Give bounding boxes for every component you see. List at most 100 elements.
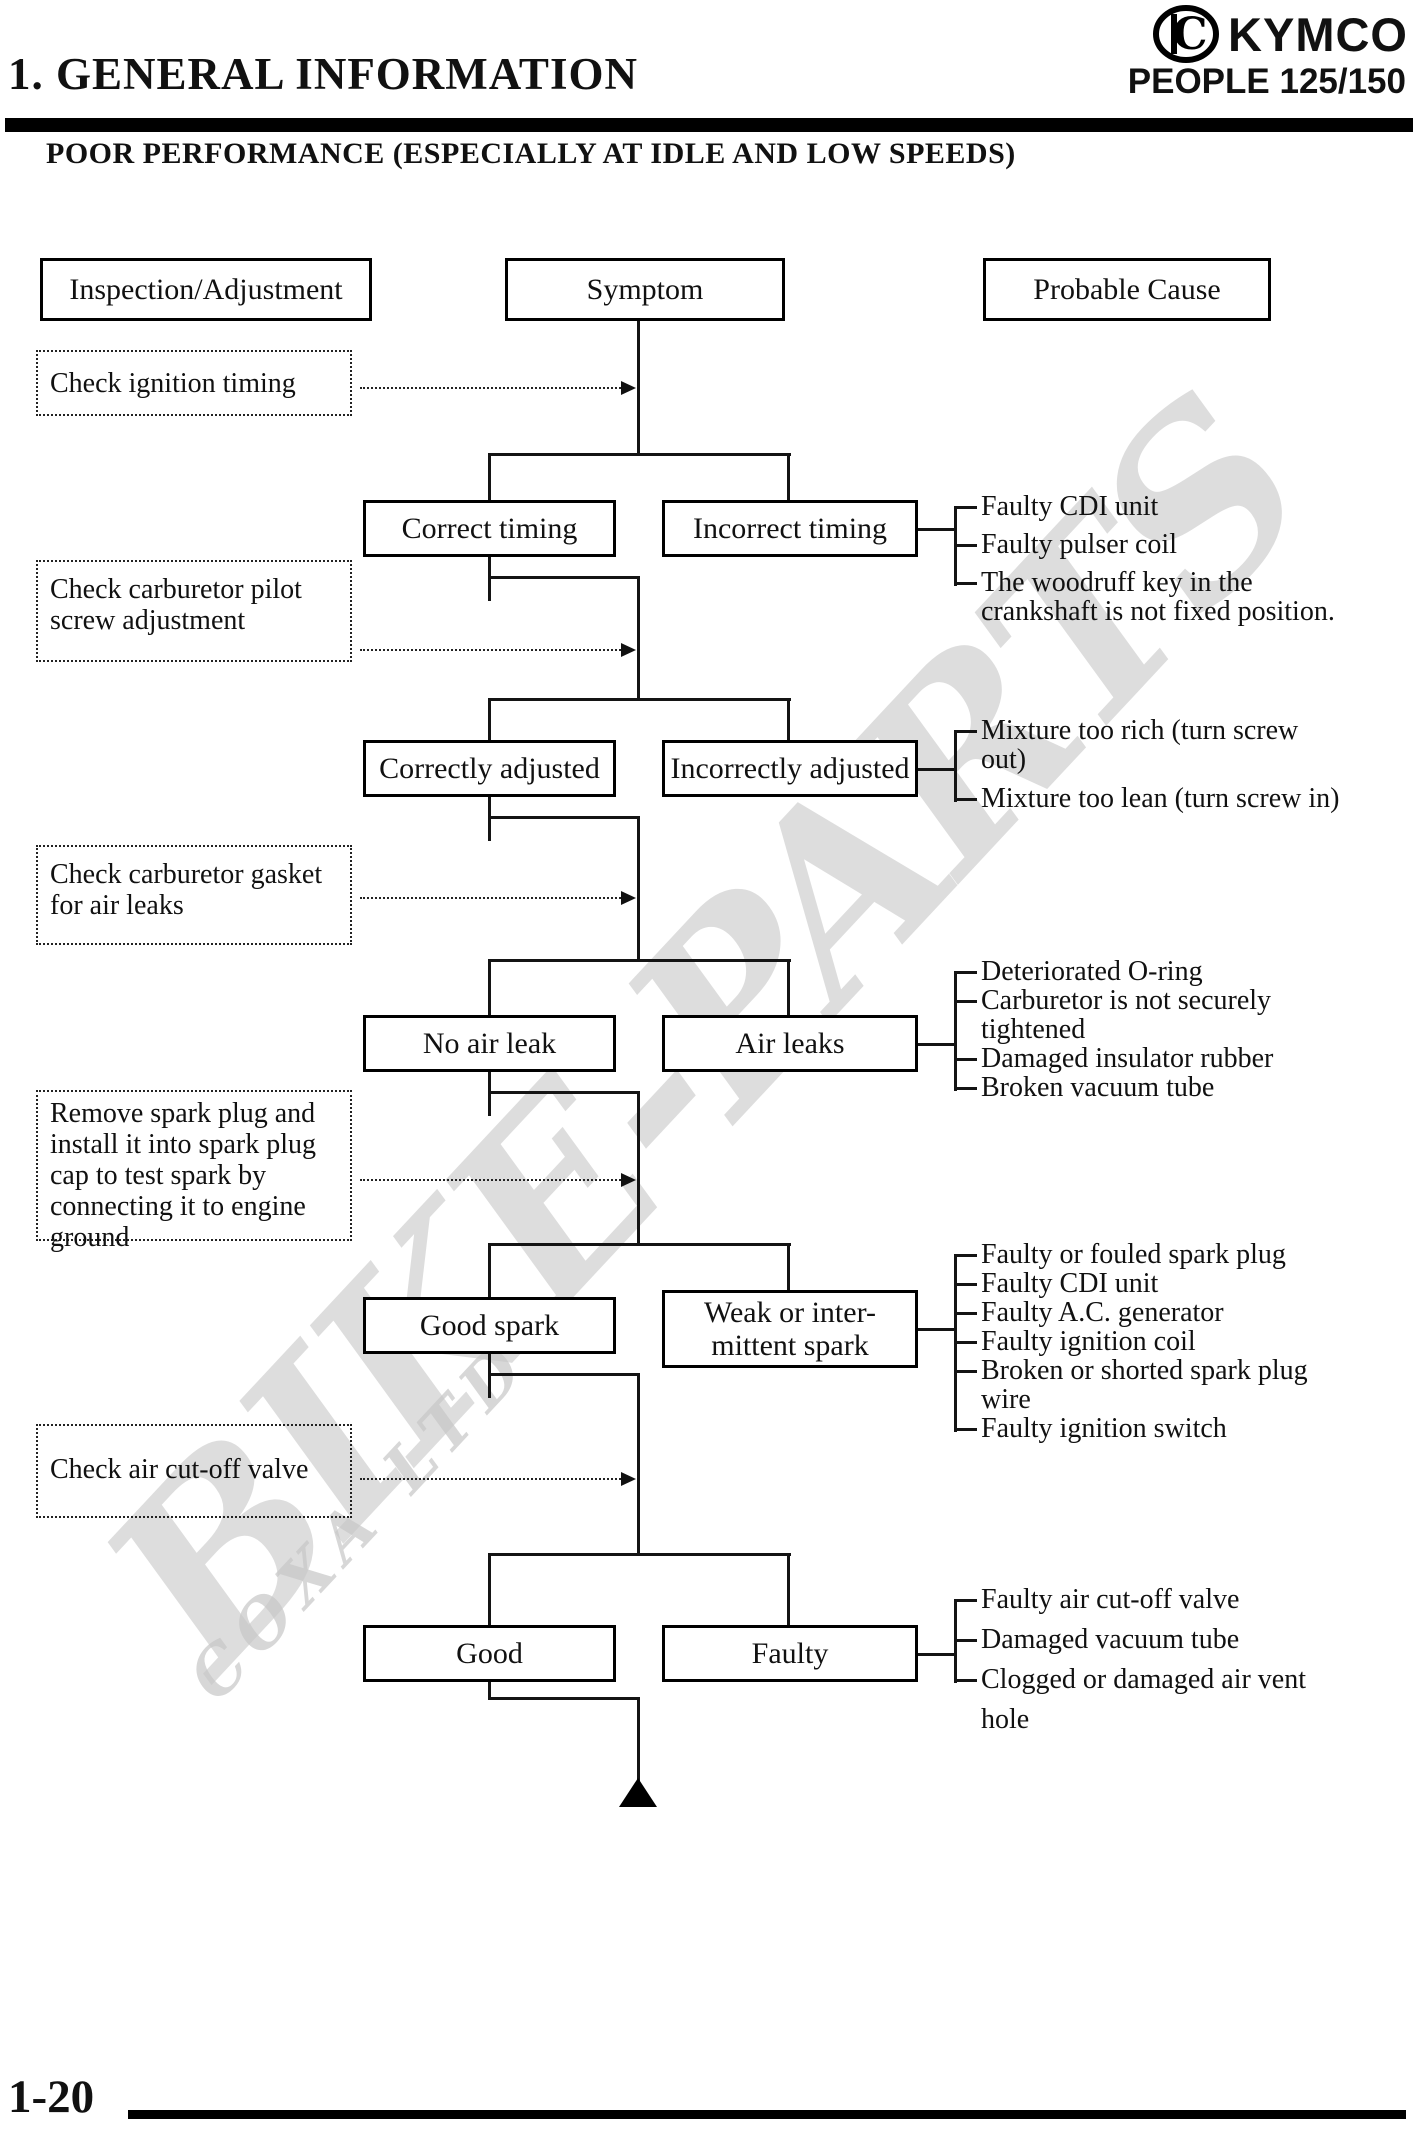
flow-drop-line [787,959,790,1018]
flow-box-result-bad: Incorrectly adjusted [662,740,918,797]
flow-drop-line [488,959,491,1018]
cause-tick-line [954,1639,977,1642]
flow-box-result-ok: Correctly adjusted [363,740,616,797]
flow-drop-line [488,1553,491,1628]
kymco-logo-icon: C [1152,4,1220,64]
cause-text: Faulty A.C. generator [981,1297,1224,1328]
cause-text: Faulty or fouled spark plug [981,1239,1286,1270]
cause-tick-line [954,1312,977,1315]
column-header-probable-cause: Probable Cause [983,258,1271,321]
cause-text: Faulty ignition switch [981,1413,1227,1444]
flow-stub-line [488,557,491,601]
cause-tick-line [954,971,977,974]
cause-connector-line [916,768,957,771]
flow-elbow-line [488,1091,640,1094]
flow-box-result-ok: No air leak [363,1015,616,1072]
flow-drop-line [488,453,491,503]
cause-text: Mixture too lean (turn screw in) [981,783,1340,814]
flow-drop-line [787,453,790,503]
inspection-box: Check ignition timing [36,350,352,416]
cause-tick-line [954,798,977,801]
flow-elbow-line [488,1373,640,1376]
flow-branch-line [488,1243,791,1246]
cause-tick-line [954,1341,977,1344]
dotted-arrow-head [621,643,636,657]
flow-stub-line [488,797,491,841]
flow-box-result-ok: Good spark [363,1297,616,1354]
cause-tick-line [954,1599,977,1602]
dotted-arrow-head [621,891,636,905]
cause-connector-line [916,1328,957,1331]
cause-tick-line [954,582,977,585]
cause-text: Broken vacuum tube [981,1072,1215,1103]
page-number: 1-20 [8,2071,95,2123]
flow-branch-line [488,698,791,701]
flow-stub-line [488,1682,491,1700]
flow-spine-line [637,576,640,701]
header-divider-bar [5,118,1413,132]
dotted-arrow [360,649,621,651]
cause-tick-line [954,1283,977,1286]
flow-box-result-ok: Good [363,1625,616,1682]
flow-stub-line [488,1072,491,1116]
flow-spine-line [637,315,640,456]
dotted-arrow-head [621,1173,636,1187]
cause-text: Faulty CDI unit [981,491,1159,522]
cause-tick-line [954,1087,977,1090]
cause-tick-line [954,730,977,733]
chapter-title: 1. GENERAL INFORMATION [8,49,638,99]
cause-text: Damaged vacuum tube [981,1624,1240,1655]
footer-rule [128,2110,1406,2119]
section-title: POOR PERFORMANCE (ESPECIALLY AT IDLE AND… [46,137,1016,170]
cause-tick-line [954,1058,977,1061]
cause-text: Faulty air cut-off valve [981,1584,1240,1615]
flow-drop-line [787,698,790,743]
flow-elbow-line [488,1697,640,1700]
flow-drop-line [488,1243,491,1300]
continuation-triangle [619,1778,657,1807]
svg-text:C: C [1173,9,1208,60]
flow-spine-line [637,1697,640,1781]
cause-bracket-line [954,972,957,1091]
flow-spine-line [637,816,640,962]
cause-text: Faulty ignition coil [981,1326,1196,1357]
flow-box-result-bad: Faulty [662,1625,918,1682]
flow-box-result-bad: Weak or inter-mittent spark [662,1290,918,1368]
column-header-symptom: Symptom [505,258,785,321]
cause-tick-line [954,1428,977,1431]
flow-box-result-bad: Air leaks [662,1015,918,1072]
cause-text: Damaged insulator rubber [981,1043,1274,1074]
cause-connector-line [916,1043,957,1046]
brand-logo: C KYMCO [1152,4,1408,64]
cause-connector-line [916,528,957,531]
cause-text: Faulty CDI unit [981,1268,1159,1299]
flow-spine-line [637,1091,640,1246]
column-header-inspection: Inspection/Adjustment [40,258,372,321]
flow-drop-line [787,1243,790,1293]
flow-box-result-bad: Incorrect timing [662,500,918,557]
dotted-arrow [360,897,621,899]
cause-tick-line [954,506,977,509]
flow-branch-line [488,959,791,962]
flow-elbow-line [488,576,640,579]
flow-branch-line [488,1553,791,1556]
cause-tick-line [954,1370,977,1373]
dotted-arrow-head [621,1472,636,1486]
flow-elbow-line [488,816,640,819]
flow-drop-line [488,698,491,743]
dotted-arrow [360,1478,621,1480]
cause-bracket-line [954,731,957,802]
model-name: PEOPLE 125/150 [1127,62,1406,101]
flow-drop-line [787,1553,790,1628]
flow-spine-line [637,1373,640,1556]
dotted-arrow [360,387,621,389]
cause-text: Faulty pulser coil [981,529,1177,560]
cause-tick-line [954,1254,977,1257]
